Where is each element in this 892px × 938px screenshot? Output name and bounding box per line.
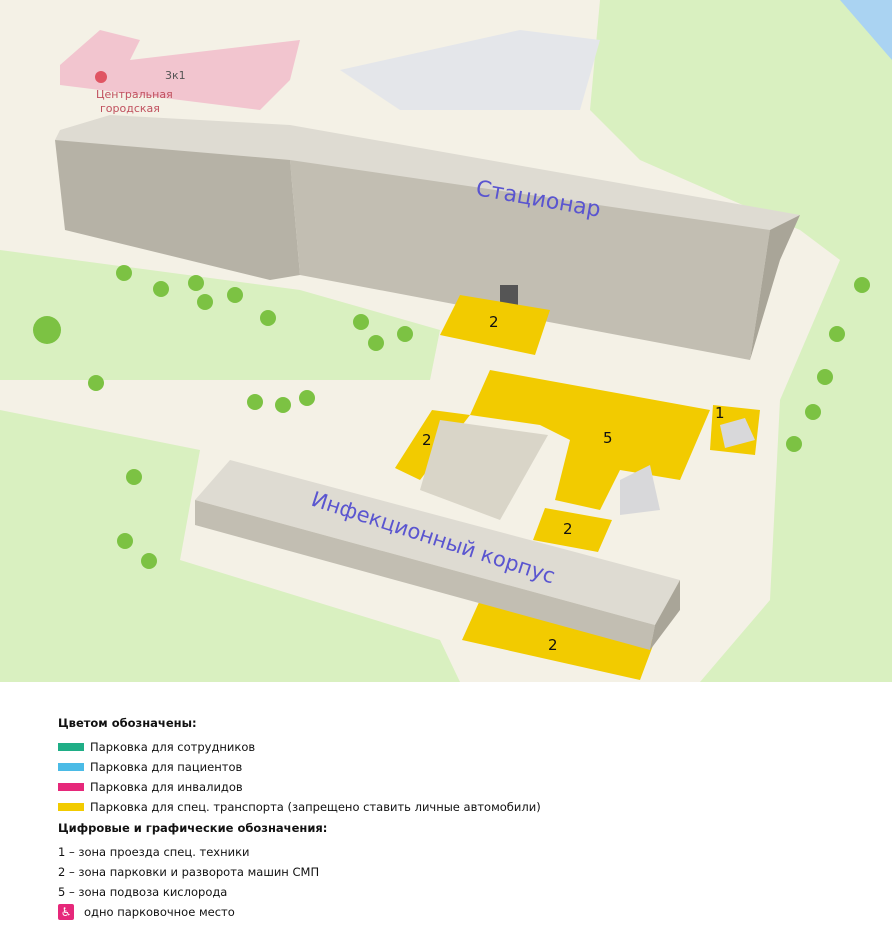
legend-symbol: 1 – зона проезда спец. техники bbox=[58, 845, 250, 859]
zone-numbers: 2 5 1 2 2 2 bbox=[422, 313, 725, 654]
hospital-map[interactable]: Центральная городская 3к1 Стационар 2 5 … bbox=[0, 0, 892, 682]
legend-item-special: Парковка для спец. транспорта (запрещено… bbox=[58, 797, 541, 817]
legend-label: Парковка для спец. транспорта (запрещено… bbox=[90, 800, 541, 814]
wheelchair-icon: ♿ bbox=[58, 904, 74, 920]
legend-color-heading: Цветом обозначены: bbox=[58, 716, 197, 730]
legend-item-accessible: ♿ одно парковочное место bbox=[58, 902, 541, 922]
legend-symbol: 2 – зона парковки и разворота машин СМП bbox=[58, 865, 320, 879]
park bbox=[590, 0, 892, 682]
zone-number: 2 bbox=[548, 636, 558, 654]
zone-number: 2 bbox=[563, 520, 573, 538]
legend-label: одно парковочное место bbox=[84, 905, 235, 919]
hospital-label: Центральная bbox=[96, 88, 173, 101]
zone-number: 5 bbox=[603, 429, 613, 447]
legend-item-patients: Парковка для пациентов bbox=[58, 757, 541, 777]
legend-swatch bbox=[58, 763, 84, 771]
legend-label: Парковка для инвалидов bbox=[90, 780, 243, 794]
hospital-building: Центральная городская 3к1 bbox=[60, 30, 300, 115]
water bbox=[840, 0, 892, 60]
small-building bbox=[720, 418, 755, 448]
oxygen-building bbox=[620, 465, 660, 515]
main-building: Стационар bbox=[55, 115, 800, 360]
house-number: 3к1 bbox=[165, 69, 186, 82]
zone-number: 1 bbox=[715, 404, 725, 422]
legend-label: Парковка для сотрудников bbox=[90, 740, 256, 754]
parking-lot bbox=[340, 30, 600, 110]
legend-item-disabled: Парковка для инвалидов bbox=[58, 777, 541, 797]
legend-swatch bbox=[58, 803, 84, 811]
zone-number: 2 bbox=[489, 313, 499, 331]
legend-item-staff: Парковка для сотрудников bbox=[58, 737, 541, 757]
trees bbox=[33, 265, 870, 569]
legend-label: Парковка для пациентов bbox=[90, 760, 243, 774]
legend-swatch bbox=[58, 783, 84, 791]
legend-symbols-heading: Цифровые и графические обозначения: bbox=[58, 821, 328, 835]
lawn bbox=[0, 410, 460, 682]
zone-number: 2 bbox=[422, 431, 432, 449]
legend-swatch bbox=[58, 743, 84, 751]
lawn bbox=[0, 250, 440, 380]
hospital-label: городская bbox=[100, 102, 160, 115]
legend-symbol: 5 – зона подвоза кислорода bbox=[58, 885, 228, 899]
legend: Цветом обозначены: Парковка для сотрудни… bbox=[58, 716, 541, 922]
